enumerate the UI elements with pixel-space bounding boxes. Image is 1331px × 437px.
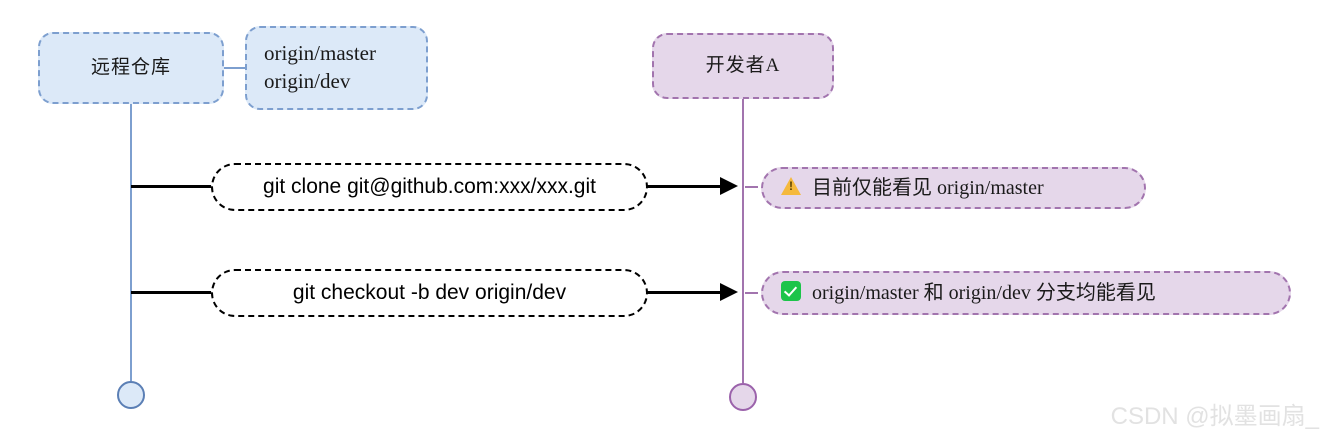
arrowhead-icon-clone	[720, 177, 738, 195]
lifeline-end-circle-developer-a	[729, 383, 757, 411]
lifeline-end-circle-remote-repo	[117, 381, 145, 409]
actor-developer-a-label: 开发者A	[705, 55, 781, 77]
actor-remote-repo[interactable]: 远程仓库	[38, 32, 224, 104]
message-label-checkout[interactable]: git checkout -b dev origin/dev	[211, 269, 648, 317]
result-note-both-branches[interactable]: origin/master 和 origin/dev 分支均能看见	[761, 271, 1291, 315]
message-label-clone-text: git clone git@github.com:xxx/xxx.git	[263, 175, 596, 198]
note-origin-branches-label: origin/master origin/dev	[264, 41, 376, 93]
note-stub-only-master	[745, 186, 758, 188]
message-line-left-checkout	[131, 291, 213, 294]
result-note-only-master-text: 目前仅能看见 origin/master	[812, 177, 1044, 199]
message-label-checkout-text: git checkout -b dev origin/dev	[292, 281, 567, 304]
arrowhead-icon-checkout	[720, 283, 738, 301]
warning-icon	[781, 177, 801, 199]
note-stub-both-branches	[745, 292, 758, 294]
actor-developer-a[interactable]: 开发者A	[652, 33, 834, 99]
lifeline-developer-a	[742, 99, 744, 383]
note-origin-branches[interactable]: origin/master origin/dev	[245, 26, 428, 110]
actor-remote-repo-label: 远程仓库	[90, 57, 171, 79]
result-note-both-branches-text: origin/master 和 origin/dev 分支均能看见	[812, 282, 1156, 304]
message-line-right-clone	[647, 185, 726, 188]
result-note-only-master[interactable]: 目前仅能看见 origin/master	[761, 167, 1146, 209]
message-label-clone[interactable]: git clone git@github.com:xxx/xxx.git	[211, 163, 648, 211]
message-line-left-clone	[131, 185, 213, 188]
check-icon	[781, 281, 801, 305]
lifeline-remote-repo	[130, 104, 132, 381]
connector-repo-to-branches	[224, 67, 245, 69]
watermark: CSDN @拟墨画扇_	[1110, 403, 1319, 430]
message-line-right-checkout	[647, 291, 726, 294]
